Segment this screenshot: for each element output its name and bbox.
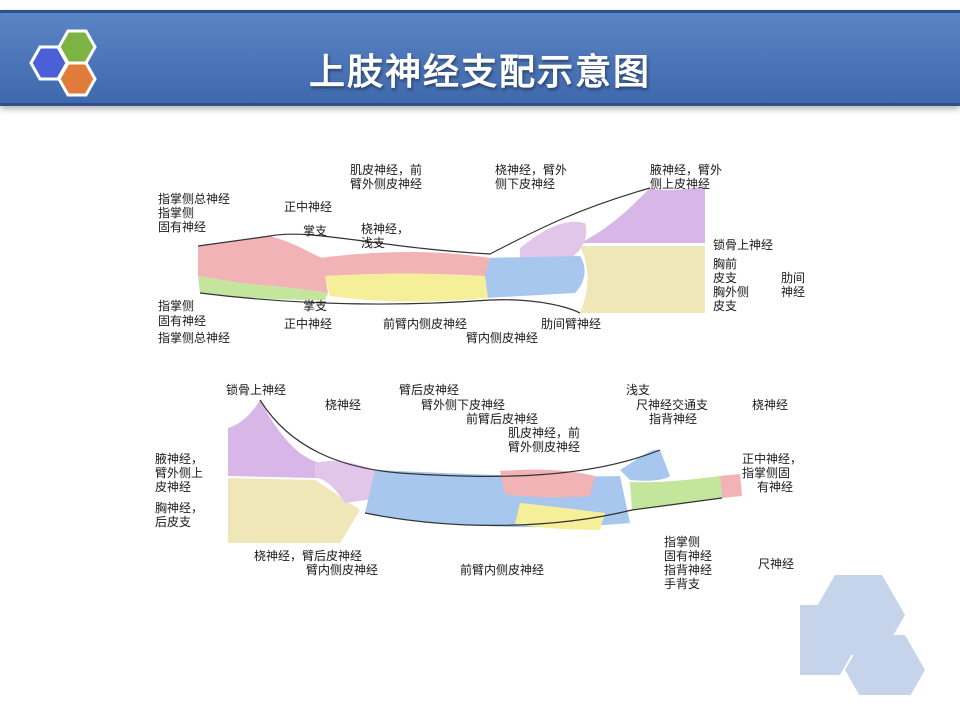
label-lateral-cutaneous-2: 皮支: [713, 299, 738, 313]
zone-supraclavicular-posterior: [228, 400, 320, 478]
hexagon-logo-icon: [29, 29, 97, 97]
label-palmar-proper-bottom-2: 固有神经: [158, 314, 207, 328]
label-lateral-cutaneous-1: 胸外侧: [713, 285, 750, 299]
label-medial-brachial-top: 臂内侧皮神经: [466, 331, 539, 345]
label-radial-posterior-brachial: 桡神经，臂后皮神经: [254, 549, 363, 563]
label-intercostobrachial: 肋间臂神经: [541, 317, 602, 331]
posterior-arm-view: [228, 399, 742, 543]
label-musculocutaneous-bottom-1: 肌皮神经，前: [508, 426, 581, 440]
decorative-hexagons-icon: [800, 575, 925, 695]
zone-musculocutaneous: [320, 252, 490, 276]
label-medial-antebrachial-bottom: 前臂内侧皮神经: [460, 563, 545, 577]
zone-axillary-posterior: [315, 460, 380, 503]
label-median-proper-1: 正中神经，: [742, 452, 803, 466]
label-palmar-proper-bottom-1: 指掌侧: [158, 299, 195, 313]
label-ulnar-nerve: 尺神经: [758, 557, 795, 571]
deco-hex-bottom: [845, 635, 925, 695]
label-palmar-proper-posterior-2: 固有神经: [664, 549, 713, 563]
zone-palm-median: [198, 236, 328, 293]
zone-hand-dorsal-radial: [620, 449, 670, 481]
label-axillary-posterior-2: 臂外侧上: [155, 466, 204, 480]
label-median-nerve-bottom: 正中神经: [284, 317, 333, 331]
label-medial-antebrachial-top: 前臂内侧皮神经: [383, 317, 468, 331]
label-supraclavicular-bottom: 锁骨上神经: [226, 383, 287, 397]
title-bar: 上肢神经支配示意图: [0, 10, 960, 106]
label-axillary-upper-lateral-1: 腋神经，臂外: [650, 163, 723, 177]
label-radial-posterior: 桡神经: [325, 398, 362, 412]
label-common-palmar-digital: 指掌侧总神经: [158, 192, 231, 206]
anterior-arm-view: [197, 186, 705, 314]
anterior-arm-outline: [197, 187, 651, 314]
label-median-proper-3: 有神经: [757, 480, 794, 494]
zone-radial-lateral: [480, 256, 585, 298]
zone-fingertips: [720, 474, 742, 498]
label-dorsal-branch: 手背支: [664, 577, 701, 591]
label-common-palmar-digital-bottom: 指掌侧总神经: [158, 331, 231, 345]
label-ulnar-communicating: 尺神经交通支: [636, 398, 709, 412]
label-thoracic-nerve-1: 胸神经，: [155, 501, 204, 515]
zone-supraclavicular: [580, 186, 705, 243]
label-intercostal-1: 肋间: [781, 271, 806, 285]
zone-hand-dorsal-ulnar: [630, 476, 722, 510]
label-palmar-branch-top: 掌支: [303, 224, 328, 238]
label-radial-lower-lateral-2: 侧下皮神经: [495, 177, 556, 191]
label-dorsal-digital-bottom: 指背神经: [664, 563, 713, 577]
label-palmar-proper-1: 指掌侧: [158, 206, 195, 220]
label-radial-superficial-1: 桡神经，: [361, 222, 410, 236]
label-palmar-branch-bottom: 掌支: [303, 299, 328, 313]
label-radial-superficial-2: 浅支: [361, 236, 386, 250]
label-musculocutaneous-bottom-2: 臂外侧皮神经: [508, 440, 581, 454]
zone-lateral-forearm: [500, 469, 595, 498]
deco-hex-left: [800, 605, 860, 675]
label-median-nerve-top: 正中神经: [284, 200, 333, 214]
zone-medial-antebrachial: [325, 273, 488, 302]
label-radial-lower-lateral-1: 桡神经，臂外: [495, 163, 568, 177]
zone-medial-forearm-posterior: [515, 503, 605, 530]
label-supraclavicular-top: 锁骨上神经: [713, 238, 774, 252]
label-axillary-posterior-3: 皮神经: [155, 480, 192, 494]
label-dorsal-digital-top: 指背神经: [649, 412, 698, 426]
zone-axillary-lateral: [520, 221, 587, 260]
label-anterior-cutaneous-2: 皮支: [713, 271, 738, 285]
arm-nerve-diagram: [197, 186, 742, 543]
label-posterior-antebrachial: 前臂后皮神经: [466, 412, 539, 426]
label-superficial-branch: 浅支: [626, 383, 651, 397]
label-axillary-upper-lateral-2: 侧上皮神经: [650, 177, 711, 191]
label-musculocutaneous-1: 肌皮神经，前: [350, 163, 423, 177]
label-median-proper-2: 指掌侧固: [742, 466, 791, 480]
label-lower-lateral-brachial: 臂外侧下皮神经: [421, 398, 506, 412]
zone-palm-ulnar: [198, 276, 328, 300]
label-axillary-posterior-1: 腋神经，: [155, 452, 204, 466]
label-musculocutaneous-2: 臂外侧皮神经: [350, 177, 423, 191]
posterior-arm-outline: [259, 399, 723, 526]
label-medial-brachial-bottom: 臂内侧皮神经: [306, 563, 379, 577]
logo-hex-orange: [57, 61, 97, 97]
label-radial-nerve-right: 桡神经: [752, 398, 789, 412]
label-palmar-proper-posterior-1: 指掌侧: [664, 535, 701, 549]
label-intercostal-2: 神经: [781, 285, 806, 299]
zone-chest-beige: [580, 246, 705, 313]
label-anterior-cutaneous-1: 胸前: [713, 257, 738, 271]
label-thoracic-nerve-2: 后皮支: [155, 515, 192, 529]
zone-thoracic-posterior: [228, 478, 360, 543]
slide-title: 上肢神经支配示意图: [308, 52, 651, 93]
label-posterior-brachial: 臂后皮神经: [399, 383, 460, 397]
label-palmar-proper-2: 固有神经: [158, 220, 207, 234]
